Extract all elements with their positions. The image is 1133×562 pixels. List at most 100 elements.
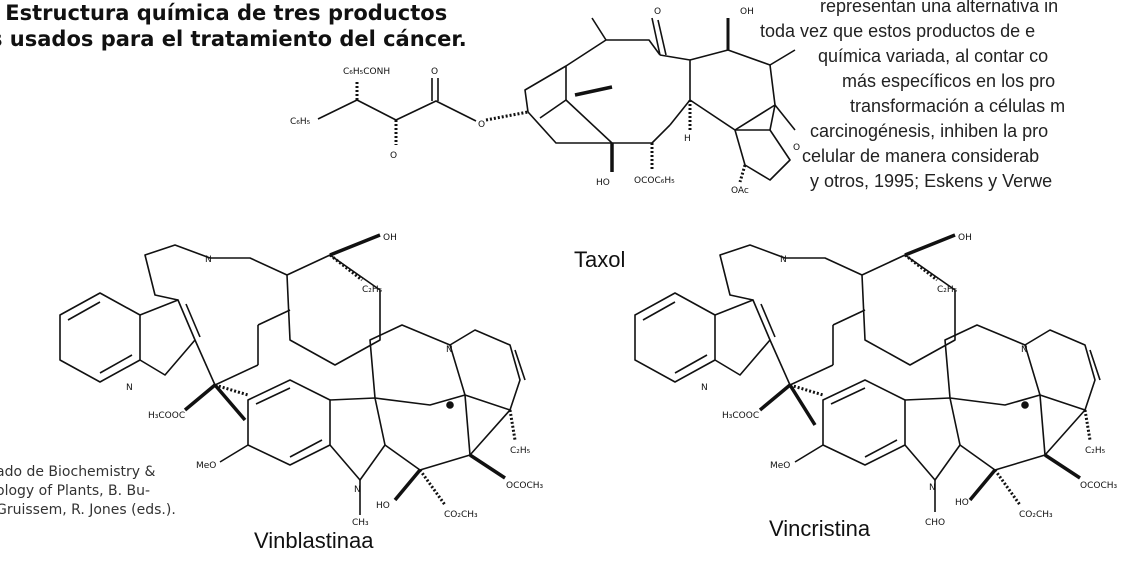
atom-label: OCOC₆H₅ — [634, 176, 675, 186]
atom-label: C₂H₅ — [937, 285, 958, 295]
vinblastina-wedge-bond — [183, 383, 217, 412]
vincristina-double-bond — [1089, 349, 1101, 381]
taxol-ring-bond — [689, 49, 776, 131]
atom-label: CH₃ — [352, 518, 369, 528]
vincristina-ring-bond — [1039, 394, 1046, 456]
atom-label: N — [701, 383, 708, 393]
body-line: química variada, al contar co — [818, 46, 1049, 66]
vinblastina-ring-bond — [219, 444, 249, 463]
body-text-column: representan una alternativa in toda vez … — [740, 0, 1133, 194]
atom-label: OH — [383, 233, 397, 243]
vinblastina-double-bond — [185, 303, 201, 338]
atom-label: OH — [740, 7, 754, 17]
body-line: transformación a células m — [850, 96, 1066, 116]
vincristina-wedge-bond — [758, 383, 792, 412]
body-line: carcinogénesis, inhiben la pro — [810, 121, 1049, 141]
atom-label: O — [654, 7, 661, 17]
vinblastina-dihydropyridine-ring — [449, 329, 521, 411]
vinblastina-wedge-bond — [213, 383, 247, 422]
atom-label: CHO — [925, 518, 945, 528]
atom-label: C₆H₅ — [290, 117, 311, 127]
vinblastina-ring-bond — [214, 364, 259, 386]
vinblastina-wedge-bond — [469, 453, 506, 480]
vincristina-double-bond — [674, 354, 708, 374]
atom-label: O — [431, 67, 438, 77]
atom-label: C₂H₅ — [1085, 446, 1106, 456]
vinblastina-ring-bond — [384, 409, 511, 471]
atom-label: OCOCH₃ — [1080, 481, 1118, 491]
vincristina-hash-bond — [993, 469, 1022, 506]
atom-label: OCOCH₃ — [506, 481, 544, 491]
vinblastina-hash-bond — [508, 409, 517, 441]
atom-label: MeO — [770, 461, 790, 471]
vincristina-wedge-bond — [968, 468, 997, 502]
vincristina-dihydropyridine-ring — [1024, 329, 1096, 411]
vincristina-ring-bond — [769, 339, 791, 386]
body-line: y otros, 1995; Eskens y Verwe — [810, 171, 1053, 191]
taxol-oxetane-bond — [734, 129, 791, 181]
atom-label: H — [684, 134, 691, 144]
atom-label: C₆H₅CONH — [343, 67, 390, 77]
atom-label: N — [446, 345, 453, 355]
vinblastina-double-bond — [255, 387, 291, 405]
vincristina-wedge-bond — [788, 384, 817, 426]
vinblastina-hash-bond — [329, 253, 363, 282]
taxol-name: Taxol — [574, 247, 626, 272]
figure-caption: . Estructura química de tres productos s… — [0, 0, 490, 52]
vincristina-ring-bond — [959, 409, 1086, 471]
vinblastina-name: Vinblastinaa — [254, 528, 374, 553]
vinblastina-ring-bond — [194, 339, 216, 386]
taxol-carbonyl-bond — [657, 19, 667, 56]
atom-label: HO — [955, 498, 969, 508]
body-line: más específicos en los pro — [842, 71, 1056, 91]
taxol-structure — [317, 17, 796, 183]
atom-label: C₂H₅ — [362, 285, 383, 295]
vinblastina-macrocycle-bond — [144, 244, 288, 301]
vinblastina-ring-bond — [464, 394, 471, 456]
vinblastina-hash-bond — [418, 469, 447, 506]
vinblastina-ring-bond — [257, 309, 291, 326]
credit-line: ology of Plants, B. Bu- — [0, 483, 151, 499]
vincristina-double-bond — [760, 303, 776, 338]
atom-label: H₃COOC — [148, 411, 185, 421]
atom-label: CO₂CH₃ — [1019, 510, 1053, 520]
vincristina-stereo-dot — [1021, 401, 1029, 409]
atom-label: N — [929, 483, 936, 493]
atom-label: OH — [958, 233, 972, 243]
atom-label: CO₂CH₃ — [444, 510, 478, 520]
taxol-hash-bond — [485, 110, 529, 122]
vincristina-hash-bond — [789, 383, 824, 397]
vinblastina-double-bond — [67, 301, 101, 321]
vincristina-wedge-bond — [904, 233, 956, 257]
taxol-hash-bond — [738, 164, 747, 183]
taxol-ring-bond — [774, 104, 796, 131]
taxol-carbonyl-bond — [651, 17, 661, 56]
credit-line: ado de Biochemistry & — [0, 464, 156, 480]
body-line: toda vez que estos productos de e — [760, 21, 1036, 41]
vincristina-double-bond — [642, 301, 676, 321]
vinblastina-double-bond — [289, 439, 323, 458]
vincristina-macrocycle-bond — [719, 244, 863, 301]
atom-label: OAc — [731, 186, 749, 196]
taxol-ring-bond — [565, 99, 613, 144]
atom-label: N — [205, 255, 212, 265]
vinblastina-wedge-bond — [393, 468, 422, 502]
vincristina-name: Vincristina — [769, 516, 871, 541]
atom-label: O — [793, 143, 800, 153]
atom-label: O — [390, 151, 397, 161]
caption-line-2: s usados para el tratamiento del cáncer. — [0, 27, 467, 51]
atom-label: HO — [596, 178, 610, 188]
taxol-ring-bond — [659, 54, 691, 126]
vincristina-hash-bond — [1083, 409, 1092, 441]
taxol-ring-bond — [539, 99, 567, 119]
atom-label: N — [354, 485, 361, 495]
vinblastina-double-bond — [99, 354, 133, 374]
vincristina-double-bond — [830, 387, 866, 405]
atom-label: C₂H₅ — [510, 446, 531, 456]
credit-line: Gruissem, R. Jones (eds.). — [0, 502, 176, 518]
source-credit: ado de Biochemistry & ology of Plants, B… — [0, 463, 176, 520]
vinblastina-hash-bond — [214, 383, 249, 397]
taxol-ring-bond — [524, 39, 661, 113]
